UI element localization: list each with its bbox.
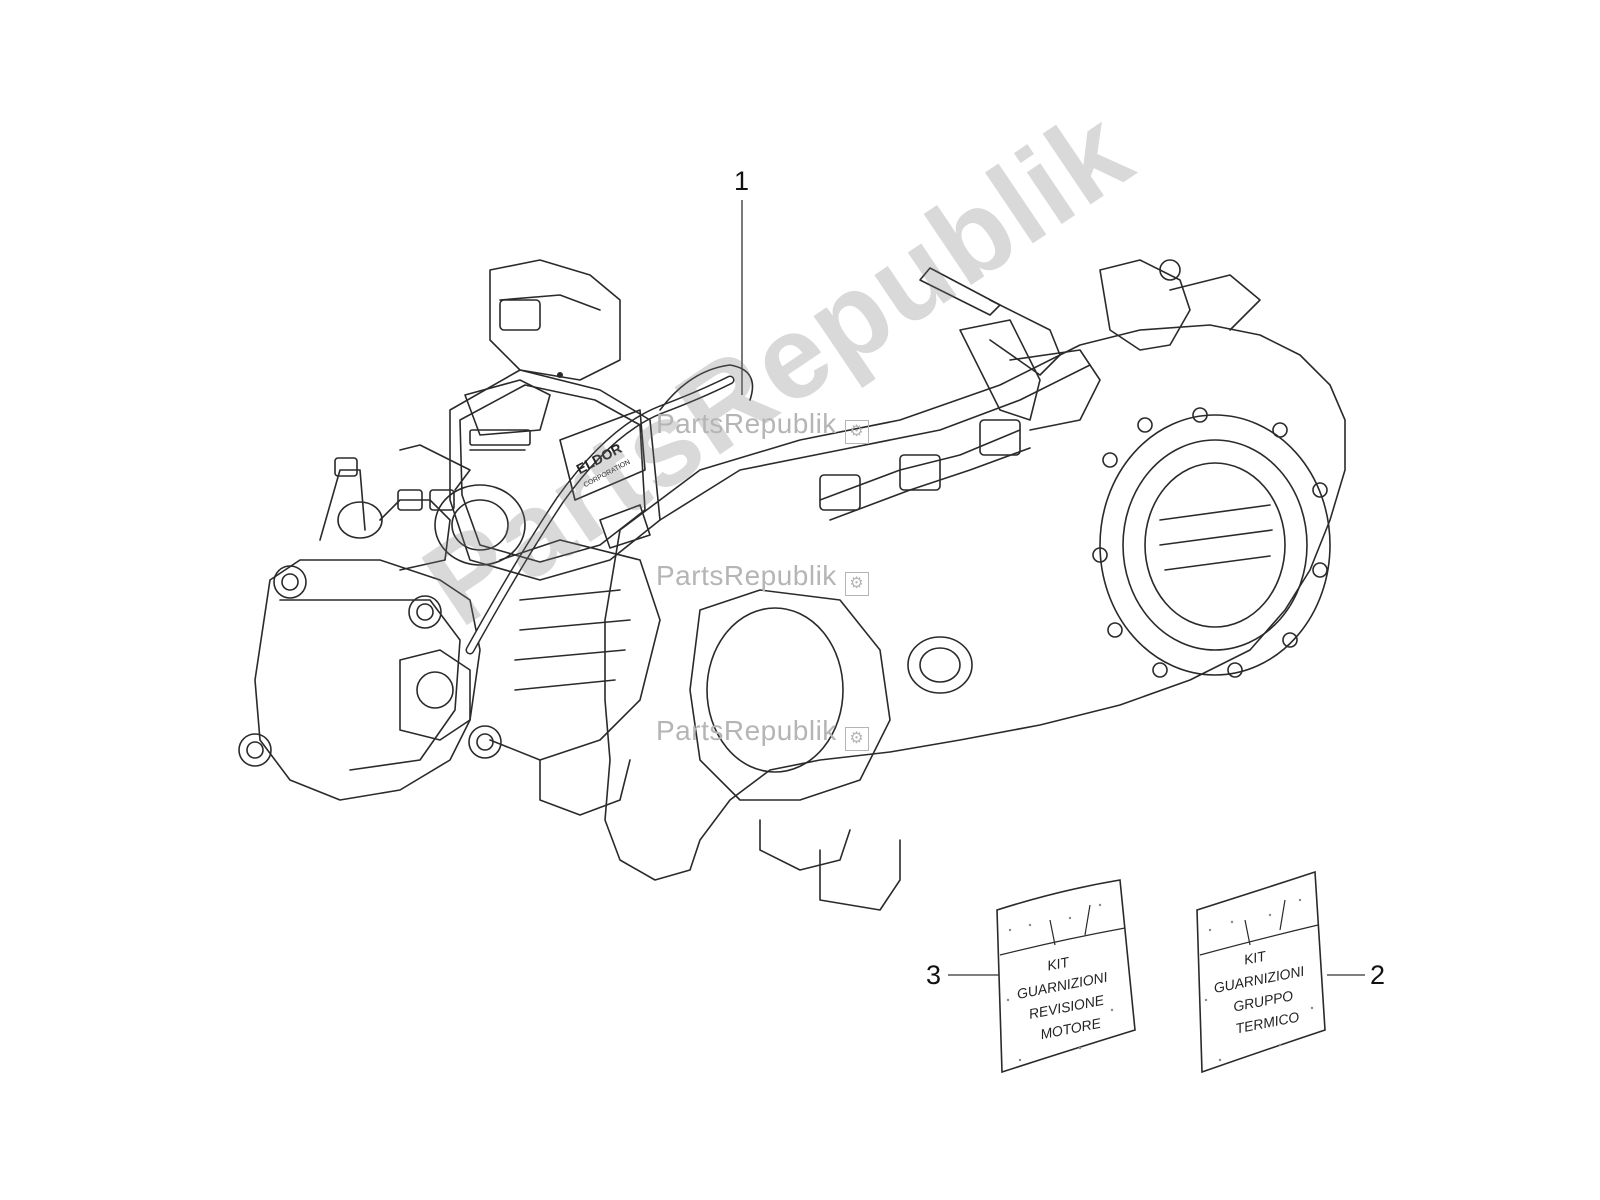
watermark-bottom-text: PartsRepublik [656, 715, 837, 746]
callout-3: 3 [926, 960, 942, 990]
bag-right-line-1: KIT [1243, 947, 1269, 967]
callout-1: 1 [734, 166, 750, 196]
bag-left-line-1: KIT [1046, 953, 1072, 973]
gear-icon: ⚙ [844, 572, 869, 596]
callout-2: 2 [1370, 960, 1386, 990]
gasket-kit-bag-engine-overhaul: KIT GUARNIZIONI REVISIONE MOTORE [996, 879, 1136, 1074]
watermark-top: PartsRepublik ⚙ [656, 408, 869, 444]
watermark-bottom: PartsRepublik ⚙ [656, 715, 869, 751]
gasket-kit-bag-cylinder-group: KIT GUARNIZIONI GRUPPO TERMICO [1196, 870, 1326, 1074]
watermark-middle: PartsRepublik ⚙ [656, 560, 869, 596]
watermark-top-text: PartsRepublik [656, 408, 837, 439]
gear-icon: ⚙ [844, 420, 869, 444]
gear-icon: ⚙ [844, 727, 869, 751]
watermark-middle-text: PartsRepublik [656, 560, 837, 591]
